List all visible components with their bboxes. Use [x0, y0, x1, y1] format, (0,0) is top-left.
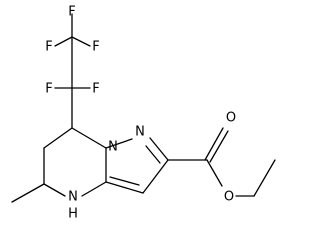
- fluorine-atom-lower-right: F: [92, 82, 99, 97]
- nitrogen-atom-ring: N: [135, 125, 145, 140]
- bond-n4-c3a: [81, 181, 107, 197]
- bond-c3-c3a-inner: [109, 176, 140, 186]
- bond-carbonyl-o-ester: [206, 159, 223, 187]
- fluorine-atom-upper-left: F: [45, 40, 52, 55]
- bond-n2-c2: [149, 137, 169, 161]
- bond-carbonyl-o-double-b: [209, 130, 229, 163]
- fluorine-atom-lower-left: F: [45, 82, 52, 97]
- bond-c5-methyl: [11, 183, 45, 203]
- bond-cf3-f-left: [54, 36, 73, 47]
- bond-c2-c3: [142, 159, 169, 194]
- bond-n1-n2: [105, 138, 133, 149]
- fluorine-atom-top: F: [68, 5, 75, 20]
- bond-cf3-f-right: [71, 36, 91, 47]
- bond-c3-c3a: [105, 181, 144, 194]
- bond-carbonyl-o-double-a: [204, 127, 224, 161]
- hydrogen-atom-amine: H: [68, 207, 78, 222]
- oxygen-atom-ester: O: [224, 190, 234, 205]
- structure-diagram: F F F F F N N O O N H: [11, 5, 276, 222]
- bond-c5-n4: [43, 183, 66, 197]
- oxygen-atom-carbonyl: O: [226, 111, 236, 126]
- atom-labels: F F F F F N N O O N H: [45, 5, 236, 222]
- bond-c7-n1: [71, 127, 107, 149]
- bond-ch2-ch3: [253, 159, 276, 197]
- nitrogen-atom-amine: N: [68, 190, 78, 205]
- molecule-canvas: F F F F F N N O O N H: [11, 4, 276, 222]
- bond-c7-c6: [43, 127, 73, 149]
- bonds: [11, 13, 276, 203]
- bond-n2-c2-inner: [145, 145, 161, 164]
- fluorine-atom-upper-right: F: [92, 40, 99, 55]
- nitrogen-atom-bridgehead: N: [108, 140, 118, 155]
